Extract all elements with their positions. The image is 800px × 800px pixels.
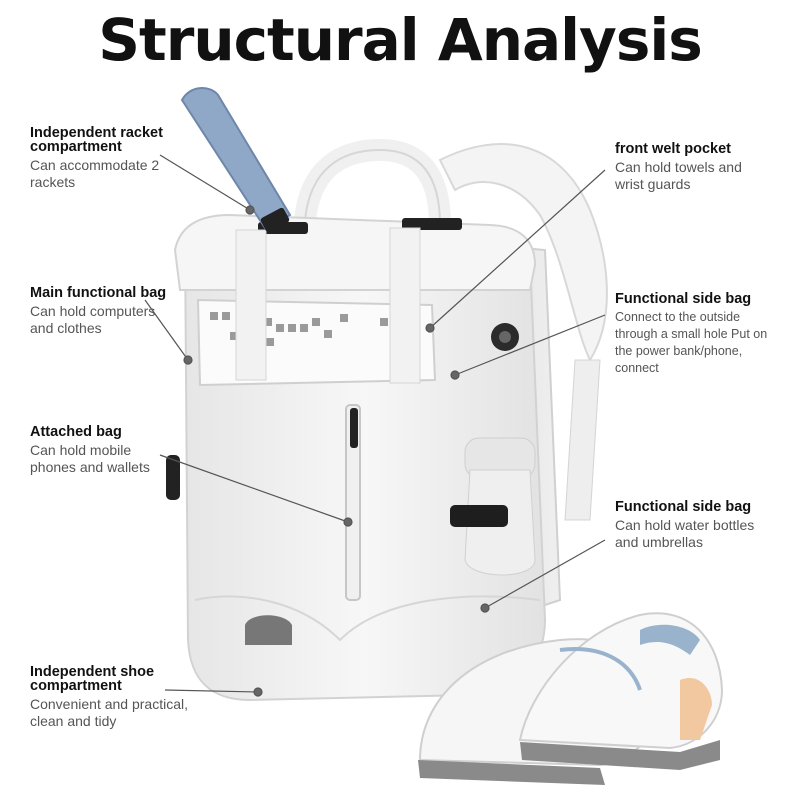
callout-description: Can hold towels and wrist guards	[615, 159, 742, 192]
callout-functional-side-bag-bottle: Functional side bag Can hold water bottl…	[615, 500, 780, 551]
callout-heading: Functional side bag	[615, 291, 752, 307]
water-bottle-icon	[450, 437, 536, 576]
callout-heading: Main functional bag	[30, 285, 167, 301]
callout-heading: Attached bag	[30, 424, 122, 440]
callout-attached-bag: Attached bag Can hold mobile phones and …	[30, 425, 190, 476]
callout-functional-side-bag-hole: Functional side bag Connect to the outsi…	[615, 292, 780, 377]
callout-heading: Independent shoe compartment	[30, 664, 155, 694]
callout-description: Can hold mobile phones and wallets	[30, 442, 150, 475]
callout-racket-compartment: Independent racket compartment Can accom…	[30, 126, 205, 191]
callout-front-welt-pocket: front welt pocket Can hold towels and wr…	[615, 142, 780, 193]
callout-description: Convenient and practical, clean and tidy	[30, 696, 188, 729]
sneakers-illustration	[418, 612, 724, 785]
page-title: Structural Analysis	[98, 6, 703, 74]
callout-description: Can hold computers and clothes	[30, 303, 156, 336]
callout-heading: Functional side bag	[615, 499, 752, 515]
callout-description: Connect to the outside through a small h…	[615, 310, 768, 375]
callout-heading: front welt pocket	[615, 141, 732, 157]
callout-shoe-compartment: Independent shoe compartment Convenient …	[30, 665, 210, 730]
callout-description: Can accommodate 2 rackets	[30, 157, 160, 190]
callout-heading: Independent racket compartment	[30, 125, 163, 155]
racket-grip-icon	[180, 87, 292, 233]
callout-main-bag: Main functional bag Can hold computers a…	[30, 286, 205, 337]
callout-description: Can hold water bottles and umbrellas	[615, 517, 755, 550]
